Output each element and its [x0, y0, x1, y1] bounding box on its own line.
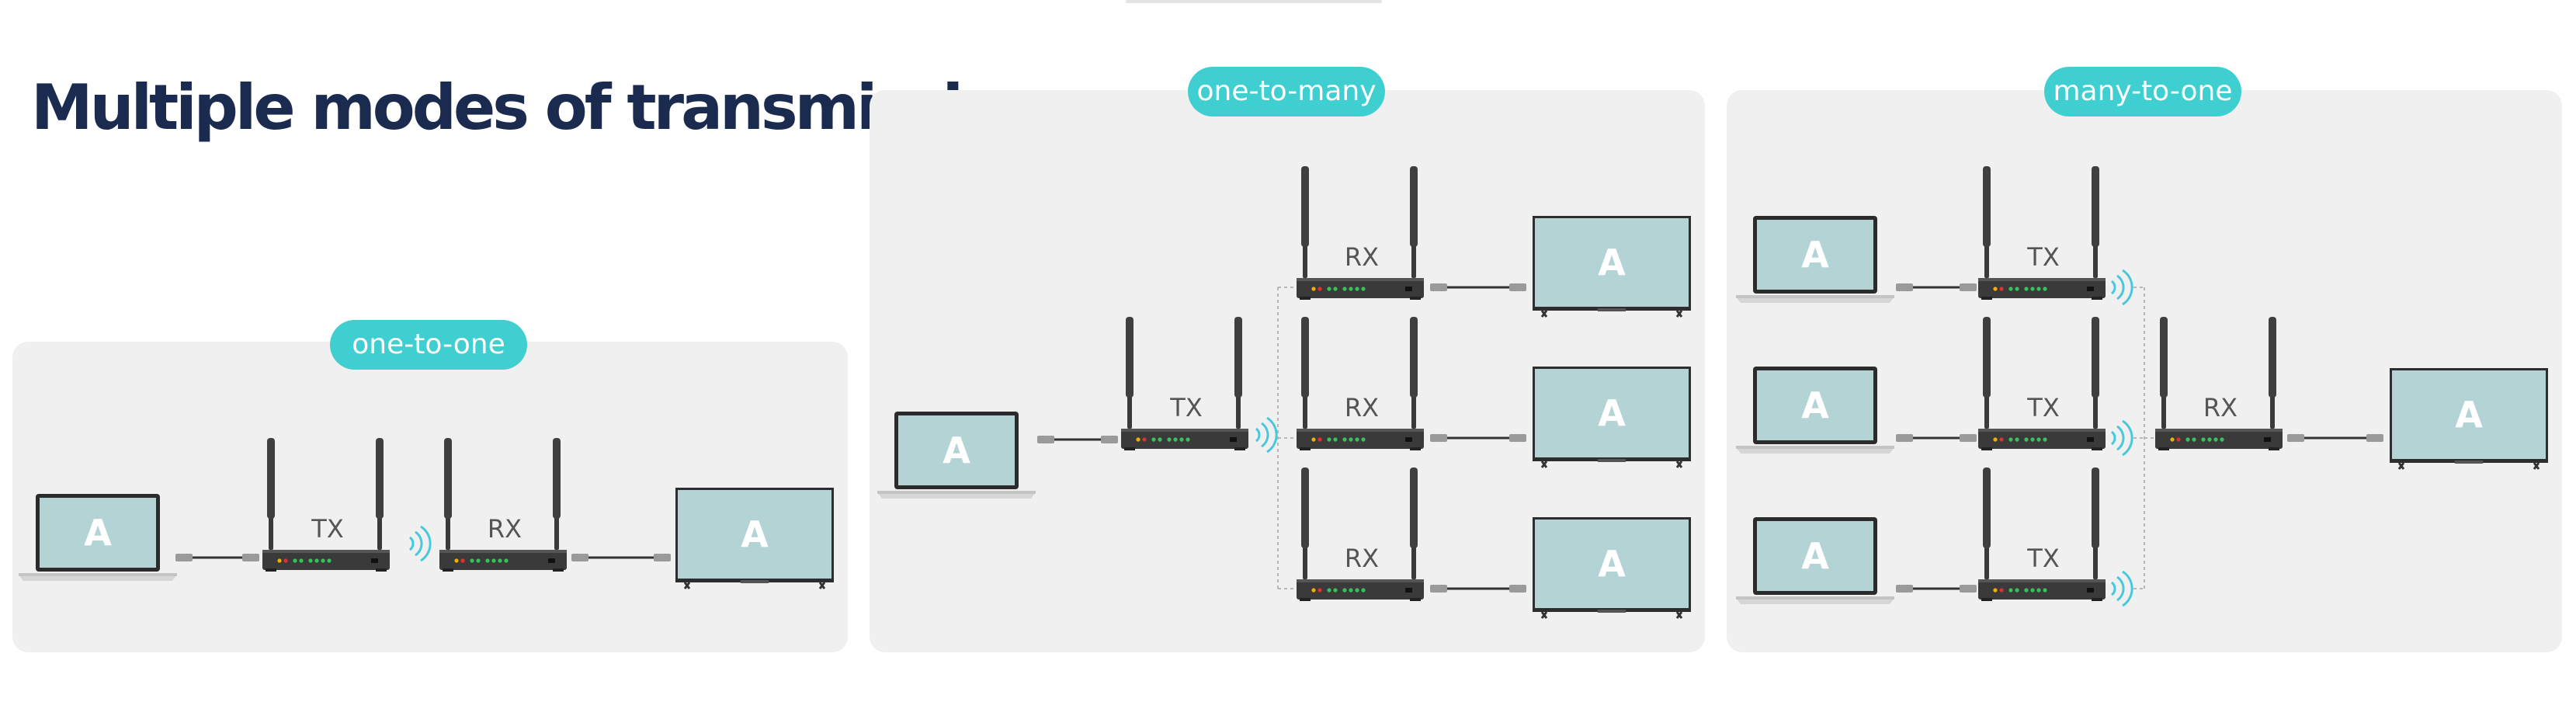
one-to-many-cable-out-3: [1430, 585, 1526, 593]
one-to-many-rx-3: [1297, 467, 1424, 601]
many-to-one-display-screen-letter: A: [2455, 394, 2483, 436]
many-to-one-signal-waves-3: [2110, 570, 2133, 607]
one-to-many-cable-out-2: [1430, 434, 1526, 442]
one-to-many-source-screen-letter: A: [943, 429, 970, 471]
one-to-many-signal-waves: [1255, 416, 1278, 454]
many-to-one-tx-1-label: TX: [2026, 242, 2059, 272]
one-to-many-display-2-screen-letter: A: [1598, 392, 1626, 434]
many-to-one-rx-label: RX: [2203, 393, 2238, 422]
many-to-one-cable-in-1: [1896, 283, 1977, 291]
one-to-one-signal-waves: [408, 525, 432, 562]
many-to-one-tx-2: [1978, 317, 2106, 450]
one-to-one-display-screen-letter: A: [741, 513, 769, 555]
one-to-one-source-screen-letter: A: [84, 512, 112, 554]
one-to-one-rx-label: RX: [488, 514, 522, 544]
one-to-many-rx-1: [1297, 166, 1424, 300]
one-to-many-rx-1-label: RX: [1345, 242, 1379, 272]
one-to-one-tx-label: TX: [311, 514, 343, 544]
top-divider: [1126, 0, 1382, 3]
one-to-many-tx-label: TX: [1169, 393, 1202, 422]
many-to-one-rx: [2155, 317, 2283, 450]
many-to-one-cable-in-2: [1896, 434, 1977, 442]
one-to-many-display-3-screen-letter: A: [1598, 543, 1626, 585]
one-to-one-rx: [439, 438, 567, 572]
many-to-one-source-1-screen-letter: A: [1801, 234, 1829, 276]
many-to-one-cable-in-3: [1896, 585, 1977, 593]
many-to-one-tx-3: [1978, 467, 2106, 601]
one-to-many-tx: [1121, 317, 1248, 450]
one-to-many-cable-in: [1037, 436, 1118, 443]
many-to-one-source-2-screen-letter: A: [1801, 384, 1829, 426]
many-to-one-cable-out: [2287, 434, 2383, 442]
one-to-many-cable-out-1: [1430, 283, 1526, 291]
many-to-one-signal-waves-2: [2110, 419, 2133, 457]
many-to-one-tx-2-label: TX: [2026, 393, 2059, 422]
mode-label-one-to-many: one-to-many: [1188, 67, 1385, 116]
many-to-one-tx-3-label: TX: [2026, 544, 2059, 573]
many-to-one-source-3-screen-letter: A: [1801, 535, 1829, 577]
one-to-many-rx-2: [1297, 317, 1424, 450]
one-to-many-rx-3-label: RX: [1345, 544, 1379, 573]
one-to-many-rx-2-label: RX: [1345, 393, 1379, 422]
one-to-one-cable-out: [571, 554, 671, 561]
one-to-one-cable-in: [175, 554, 259, 561]
one-to-one-tx: [262, 438, 390, 572]
one-to-many-display-1-screen-letter: A: [1598, 242, 1626, 283]
mode-label-one-to-one: one-to-one: [330, 320, 527, 370]
mode-label-many-to-one: many-to-one: [2044, 67, 2241, 116]
many-to-one-signal-waves-1: [2110, 269, 2133, 306]
many-to-one-tx-1: [1978, 166, 2106, 300]
